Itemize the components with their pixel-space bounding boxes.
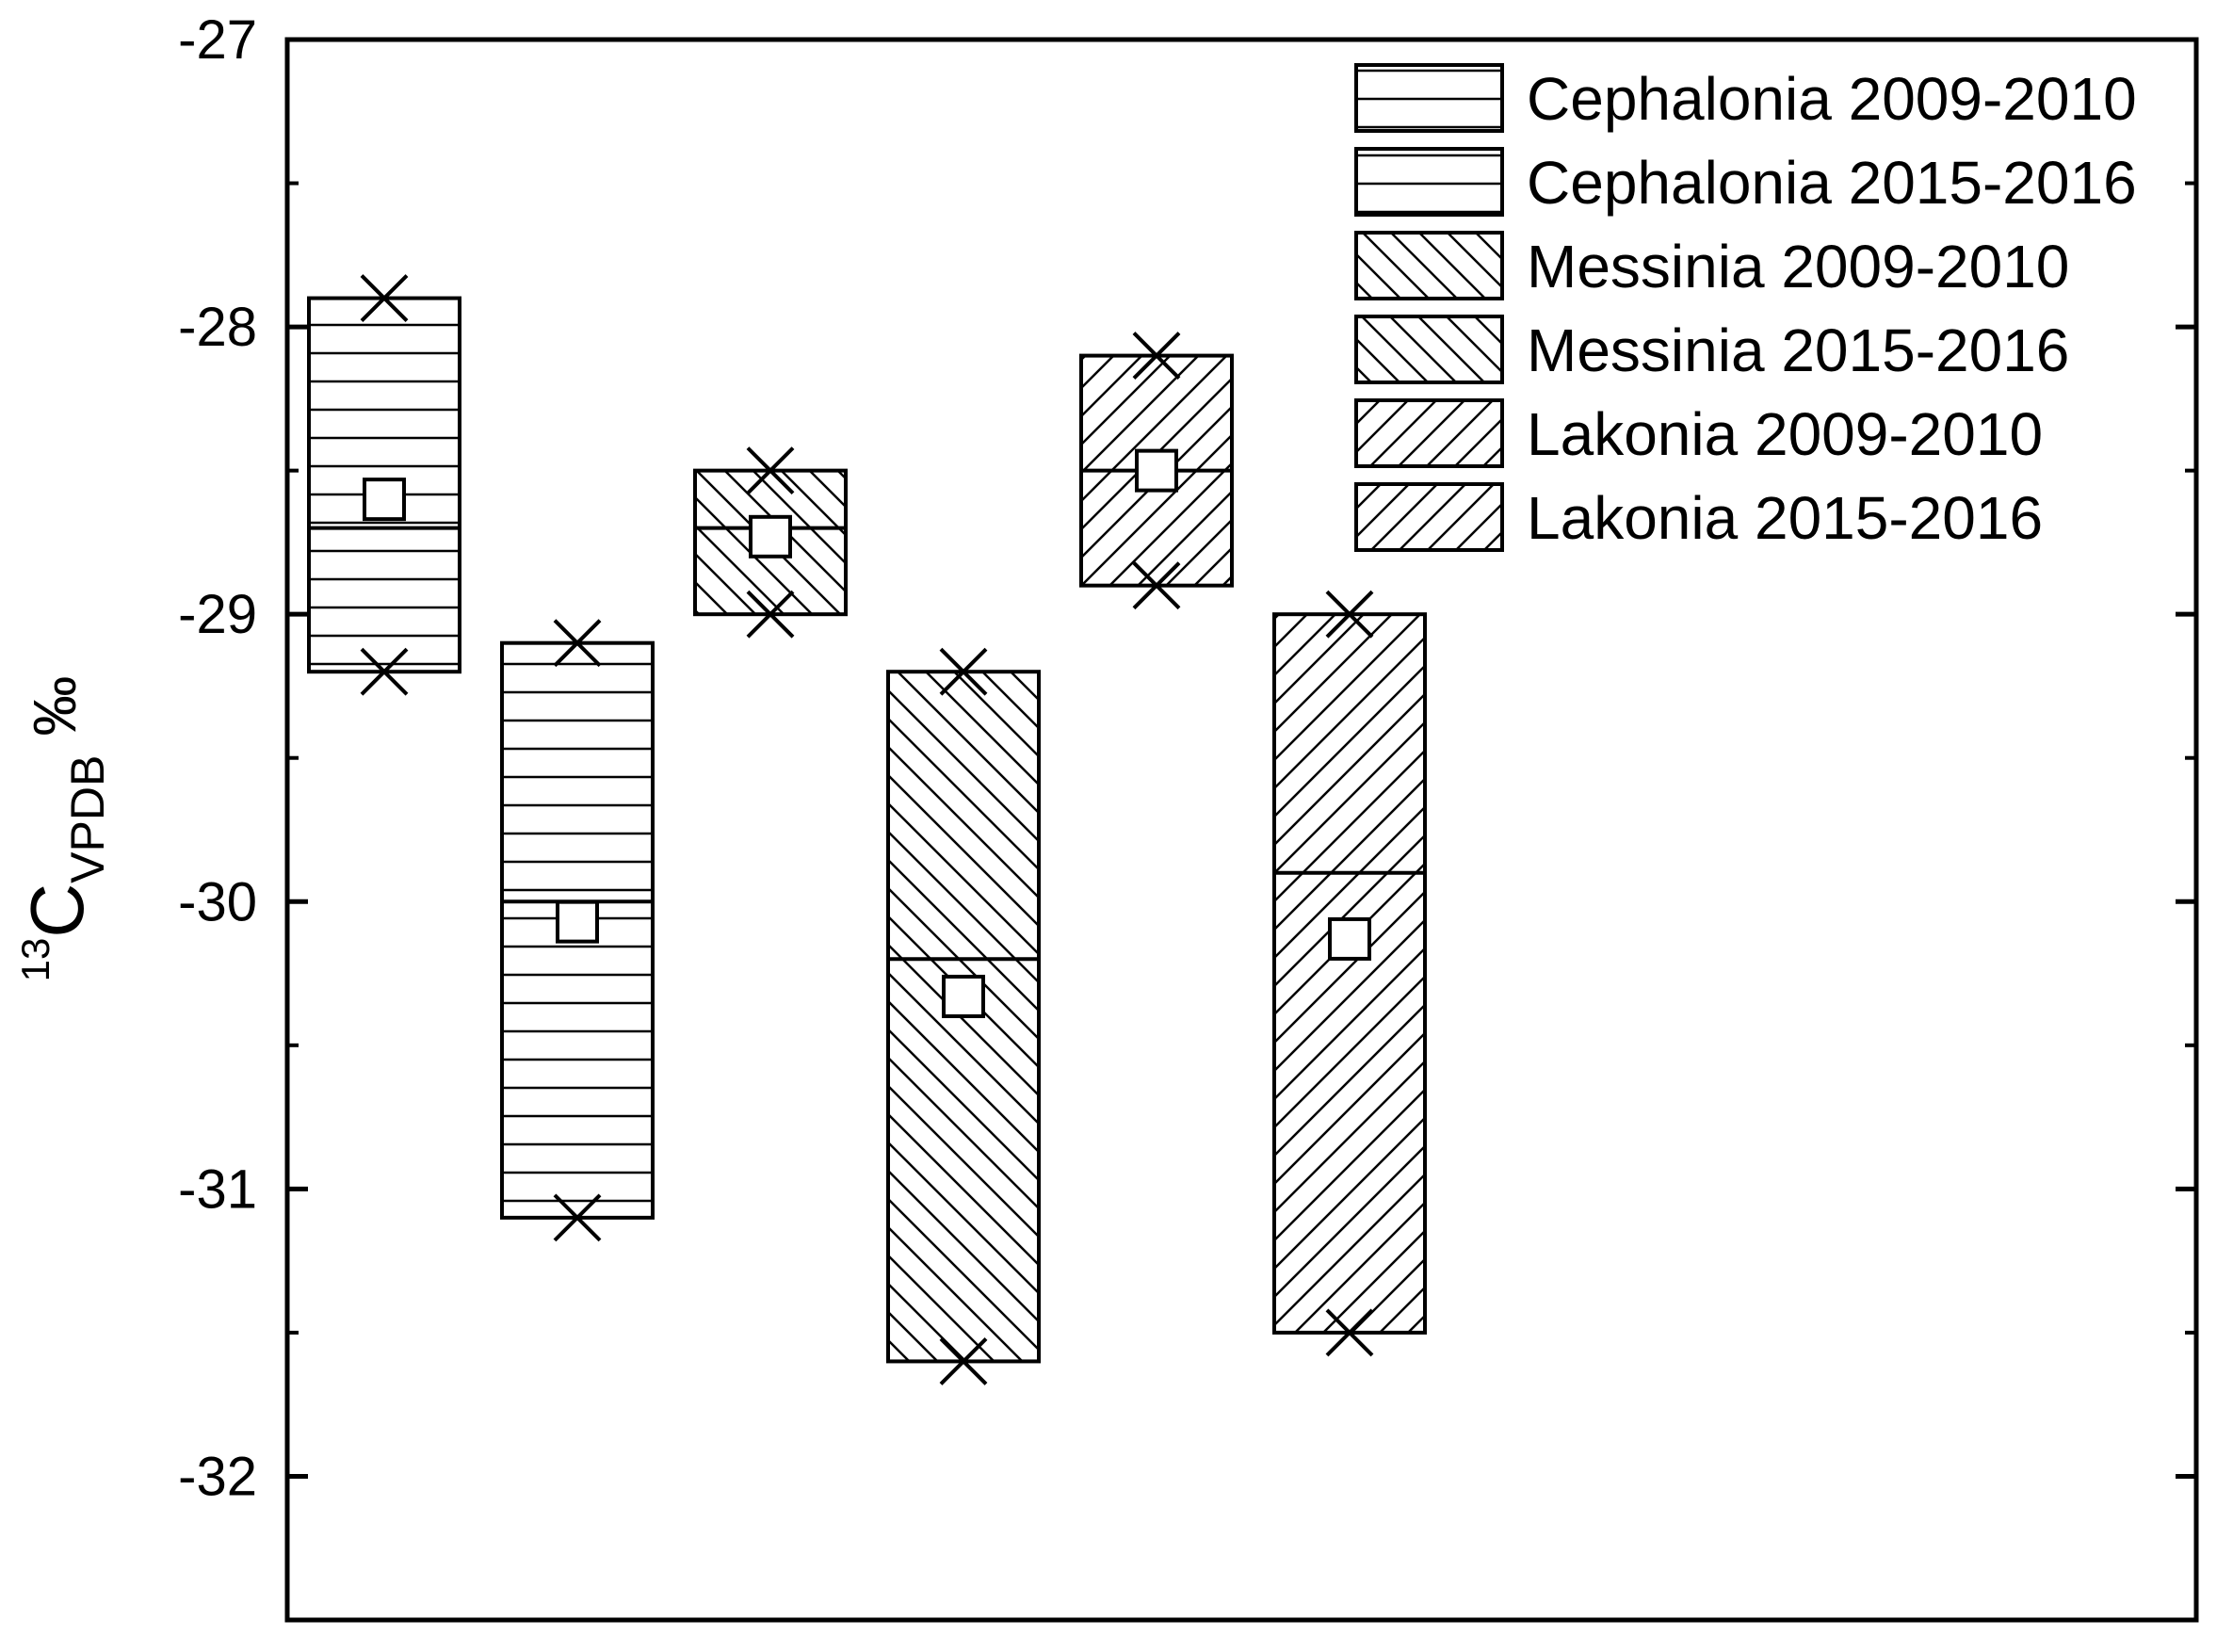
min-marker — [746, 590, 795, 639]
box-series — [1272, 590, 1427, 1357]
max-marker — [746, 446, 795, 495]
legend-item: Cephalonia 2009-2010 — [1354, 63, 2137, 133]
legend-swatch — [1354, 63, 1504, 133]
box-series — [1079, 332, 1234, 610]
y-tick-label: -29 — [178, 584, 257, 645]
legend-label: Lakonia 2009-2010 — [1527, 400, 2043, 468]
y-tick-label: -28 — [178, 297, 257, 358]
legend-label: Messinia 2009-2010 — [1527, 233, 2069, 300]
y-tick-label: -27 — [178, 9, 257, 71]
y-tick-label: -32 — [178, 1446, 257, 1507]
box-series — [886, 647, 1041, 1385]
box-series — [307, 274, 461, 696]
y-axis-title-unit: ‰ — [21, 676, 89, 737]
legend-swatch — [1354, 315, 1504, 384]
y-tick-label: -30 — [178, 871, 257, 932]
legend-item: Messinia 2009-2010 — [1354, 231, 2069, 300]
legend-item: Lakonia 2015-2016 — [1354, 482, 2043, 552]
min-marker — [939, 1337, 988, 1385]
plot-area — [284, 37, 2199, 1623]
legend-swatch — [1354, 231, 1504, 300]
mean-marker — [1135, 448, 1178, 493]
max-marker — [1325, 590, 1374, 639]
mean-marker — [942, 974, 985, 1018]
y-axis-title: 13CVPDB ‰ — [13, 676, 114, 982]
min-marker — [360, 647, 409, 696]
legend-item: Lakonia 2009-2010 — [1354, 398, 2043, 468]
min-marker — [1132, 561, 1181, 610]
max-marker — [553, 619, 602, 668]
legend-label: Cephalonia 2009-2010 — [1527, 65, 2137, 133]
max-marker — [1132, 332, 1181, 381]
legend-swatch — [1354, 398, 1504, 468]
plot-frame — [284, 37, 2199, 1623]
legend-label: Lakonia 2015-2016 — [1527, 484, 2043, 552]
mean-marker — [556, 899, 599, 944]
max-marker — [939, 647, 988, 696]
max-marker — [360, 274, 409, 322]
min-marker — [1325, 1308, 1374, 1357]
mean-marker — [1328, 916, 1371, 961]
y-tick-label: -31 — [178, 1158, 257, 1220]
y-axis-title-sup: 13 — [13, 938, 57, 982]
legend-swatch — [1354, 147, 1504, 217]
legend-item: Messinia 2015-2016 — [1354, 315, 2069, 384]
box-series — [693, 446, 848, 639]
mean-marker — [363, 478, 406, 522]
y-axis-title-main: C — [15, 883, 99, 938]
mean-marker — [749, 514, 792, 559]
legend-label: Messinia 2015-2016 — [1527, 316, 2069, 384]
box — [1272, 612, 1427, 1335]
min-marker — [553, 1193, 602, 1242]
legend-swatch — [1354, 482, 1504, 552]
legend-item: Cephalonia 2015-2016 — [1354, 147, 2137, 217]
legend-label: Cephalonia 2015-2016 — [1527, 149, 2137, 217]
y-axis: -27 -28 -29 -30 -31 -32 — [178, 9, 2196, 1622]
y-axis-title-sub: VPDB — [61, 755, 114, 883]
box-series — [500, 619, 655, 1242]
